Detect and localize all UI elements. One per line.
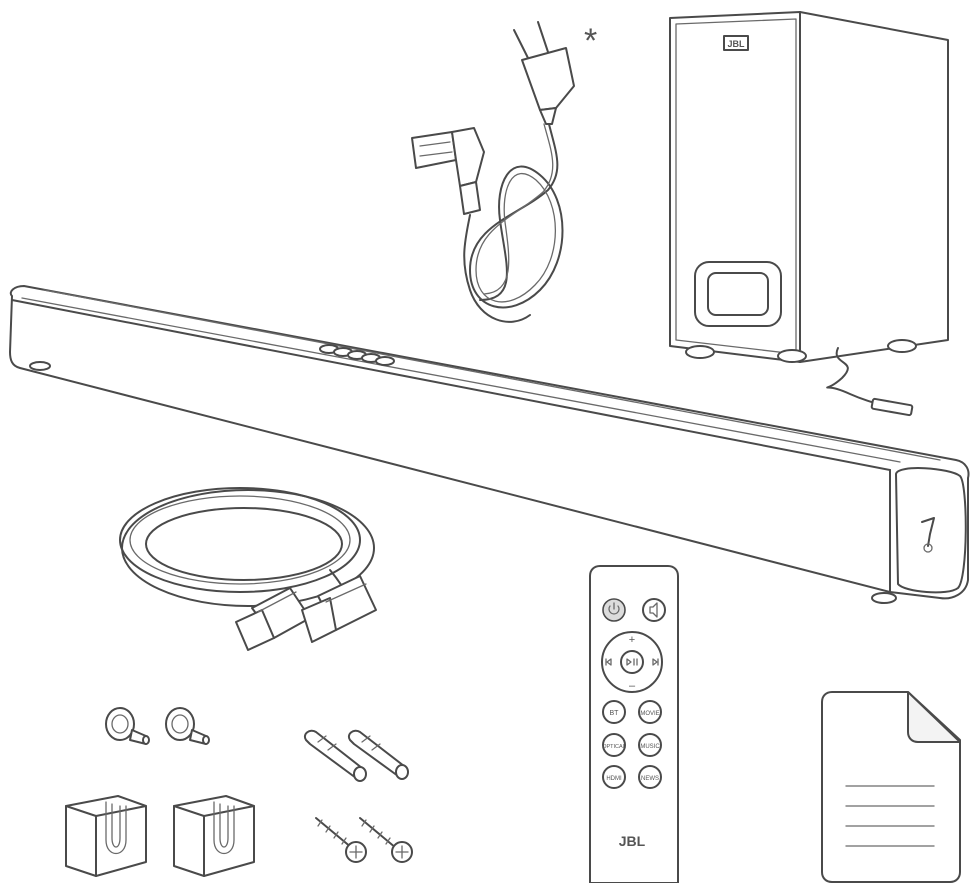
mounting-knob [166, 708, 209, 744]
footnote-asterisk: * [584, 22, 597, 60]
subwoofer: JBL [670, 12, 948, 415]
svg-text:JBL: JBL [727, 39, 745, 49]
subwoofer-foot [888, 340, 916, 352]
subwoofer-foot [778, 350, 806, 362]
svg-text:OPTICAL: OPTICAL [602, 744, 626, 750]
wall-bracket [174, 796, 254, 876]
hdmi-connector [302, 576, 376, 642]
volume-down-label: – [629, 680, 636, 692]
mute-button [643, 599, 665, 621]
remote-control: + – BT MOVIE OPTICAL MUSIC HDMI NEWS JBL [590, 566, 678, 883]
soundbar-foot [872, 593, 896, 603]
wood-screw [316, 818, 366, 862]
iec-connector [412, 128, 484, 214]
power-cord: * [412, 22, 597, 322]
remote-brand: JBL [619, 833, 646, 849]
svg-text:MOVIE: MOVIE [640, 711, 659, 717]
subwoofer-plug [871, 399, 912, 416]
hdmi-connector [236, 588, 310, 650]
svg-text:NEWS: NEWS [641, 776, 659, 782]
svg-text:BT: BT [610, 710, 620, 717]
eu-plug [514, 22, 574, 124]
power-button [603, 599, 625, 621]
wood-screw [360, 818, 412, 862]
subwoofer-foot [686, 346, 714, 358]
hdmi-cable [120, 488, 376, 650]
play-pause-button [621, 651, 643, 673]
svg-text:HDMI: HDMI [606, 776, 622, 782]
volume-up-label: + [629, 634, 635, 646]
soundbar-foot [30, 362, 50, 370]
mounting-knob [106, 708, 149, 744]
svg-text:MUSIC: MUSIC [640, 744, 660, 750]
document-icon [822, 692, 960, 882]
wall-bracket [66, 796, 146, 876]
bass-port [695, 262, 781, 326]
